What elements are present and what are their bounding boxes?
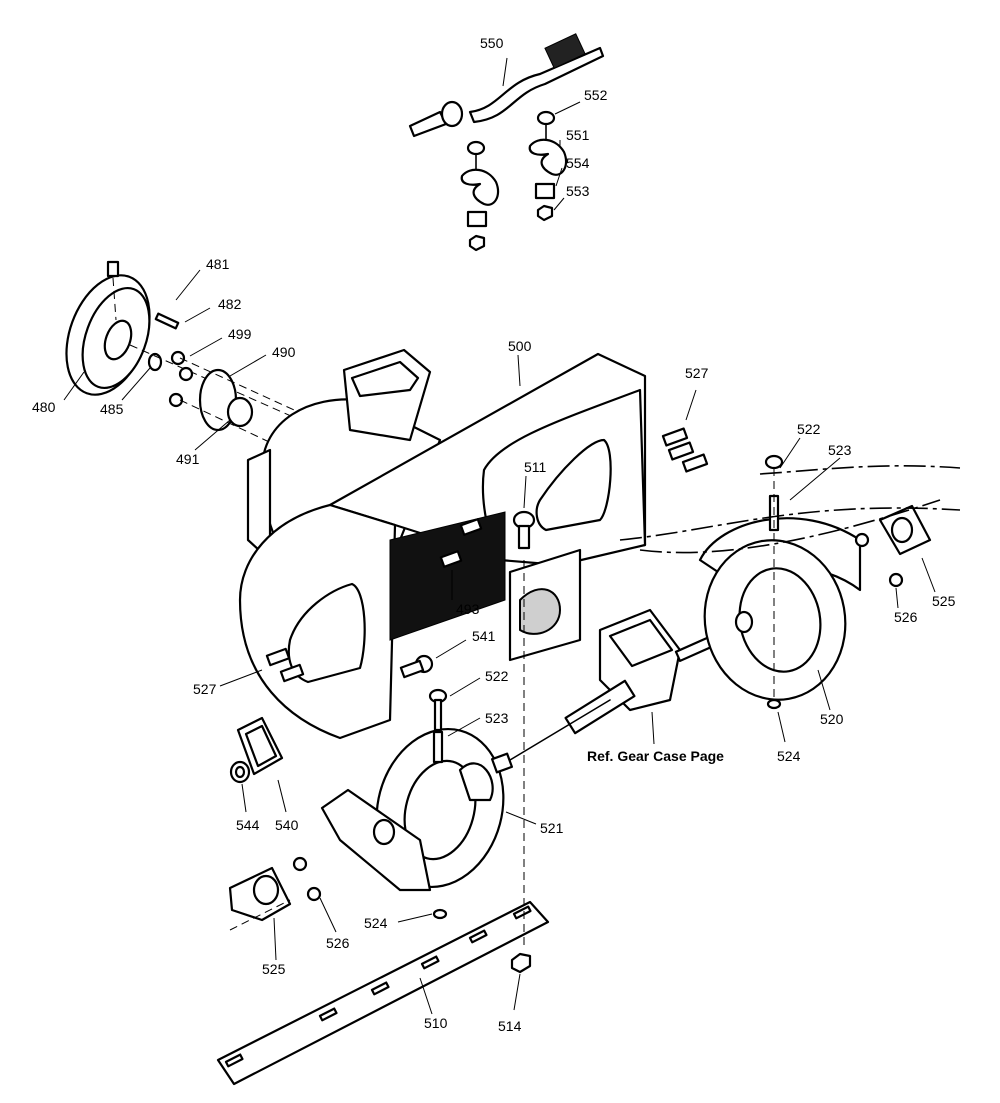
bolt-493 <box>439 518 483 568</box>
flange-right <box>854 504 932 588</box>
label-522-right: 522 <box>797 421 821 437</box>
label-525-left: 525 <box>262 961 286 977</box>
label-510: 510 <box>424 1015 448 1031</box>
label-490: 490 <box>272 344 296 360</box>
label-491: 491 <box>176 451 200 467</box>
label-481: 481 <box>206 256 230 272</box>
label-554: 554 <box>566 155 590 171</box>
chute-clip-left <box>460 140 500 252</box>
label-524-left: 524 <box>364 915 388 931</box>
label-482: 482 <box>218 296 242 312</box>
label-551: 551 <box>566 127 590 143</box>
center-bolt <box>512 510 536 550</box>
label-499: 499 <box>228 326 252 342</box>
label-523-left: 523 <box>485 710 509 726</box>
label-541: 541 <box>472 628 496 644</box>
label-485: 485 <box>100 401 124 417</box>
leader-lines <box>63 57 936 1015</box>
auger-left <box>320 688 611 920</box>
auger-path-lower <box>639 499 941 554</box>
label-511: 511 <box>524 459 547 475</box>
label-527-right: 527 <box>685 365 709 381</box>
auger-path-upper <box>759 465 961 475</box>
label-550: 550 <box>480 35 504 51</box>
label-514: 514 <box>498 1018 522 1034</box>
label-520: 520 <box>820 711 844 727</box>
bearing-bracket <box>508 548 582 662</box>
gear-case-reference: Ref. Gear Case Page <box>587 748 724 764</box>
label-524-right: 524 <box>777 748 801 764</box>
bolts-527-right <box>661 427 709 473</box>
bearing-flange <box>168 350 361 481</box>
label-527-left: 527 <box>193 681 217 697</box>
label-523-right: 523 <box>828 442 852 458</box>
label-480: 480 <box>32 399 56 415</box>
label-552: 552 <box>584 87 608 103</box>
label-525-right: 525 <box>932 593 956 609</box>
bolt-541 <box>399 654 434 679</box>
shave-plate <box>216 900 550 1086</box>
chute-crank-rod <box>408 33 605 138</box>
chute-bracket <box>236 716 284 776</box>
label-521: 521 <box>540 820 564 836</box>
flange-left <box>228 856 322 931</box>
auger-right <box>698 454 862 710</box>
auger-housing <box>238 348 647 740</box>
pulley <box>65 260 151 396</box>
label-553: 553 <box>566 183 590 199</box>
label-526-left: 526 <box>326 935 350 951</box>
flange-nut <box>229 760 251 784</box>
label-544: 544 <box>236 817 260 833</box>
label-500: 500 <box>508 338 532 354</box>
label-540: 540 <box>275 817 299 833</box>
part-number-labels: 550 552 551 554 553 481 482 499 490 480 … <box>32 35 956 1034</box>
auger-centerline-right <box>619 507 961 541</box>
chute-clip-right <box>528 110 568 222</box>
label-526-right: 526 <box>894 609 918 625</box>
label-493: 493 <box>456 601 480 617</box>
label-522-left: 522 <box>485 668 509 684</box>
gear-case <box>564 608 724 735</box>
bolts-527-left <box>265 647 305 683</box>
hex-nut-514 <box>510 952 532 974</box>
